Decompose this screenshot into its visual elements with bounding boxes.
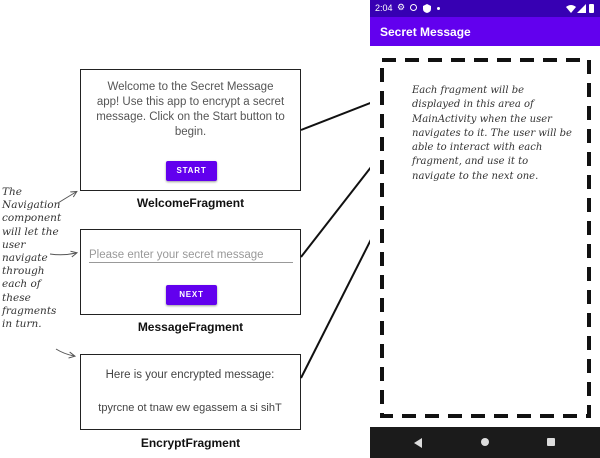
message-fragment: Please enter your secret message NEXT [80, 229, 301, 315]
settings-icon: ⚙ [397, 2, 406, 12]
note-arrow-encrypt [55, 348, 74, 356]
phone-screen: 2:04 ⚙ Secret Message Each fragment will… [370, 0, 600, 458]
status-bar: 2:04 ⚙ [370, 0, 600, 17]
shield-icon [423, 4, 431, 13]
note-arrow-welcome [57, 192, 76, 204]
battery-icon [589, 4, 594, 13]
notification-icon [410, 4, 417, 11]
wifi-icon [566, 5, 576, 13]
navigation-note: The Navigation component will let the us… [2, 186, 62, 331]
fragment-area [380, 58, 591, 418]
welcome-text: Welcome to the Secret Message app! Use t… [96, 81, 285, 138]
next-button[interactable]: NEXT [166, 285, 217, 305]
encrypt-fragment-title: EncryptFragment [140, 436, 241, 450]
encrypt-fragment: Here is your encrypted message: tpyrcne … [80, 354, 301, 430]
welcome-fragment: Welcome to the Secret Message app! Use t… [80, 69, 301, 191]
app-bar: Secret Message [370, 17, 600, 46]
note-arrow-message [49, 253, 76, 255]
notification-dot-icon [437, 7, 440, 10]
back-icon[interactable] [414, 438, 423, 448]
encrypted-message: tpyrcne ot tnaw ew egassem a si sihT [98, 402, 282, 414]
recents-icon[interactable] [547, 438, 555, 446]
status-time: 2:04 [375, 3, 393, 13]
welcome-fragment-title: WelcomeFragment [136, 196, 245, 210]
app-title: Secret Message [380, 25, 471, 39]
secret-message-input[interactable]: Please enter your secret message [89, 249, 293, 263]
home-icon[interactable] [481, 438, 489, 446]
signal-icon [577, 4, 586, 13]
nav-bar [370, 427, 600, 458]
fragment-area-note: Each fragment will be displayed in this … [412, 85, 572, 182]
encrypt-heading: Here is your encrypted message: [105, 369, 275, 381]
start-button[interactable]: START [166, 161, 217, 181]
message-fragment-title: MessageFragment [137, 320, 244, 334]
